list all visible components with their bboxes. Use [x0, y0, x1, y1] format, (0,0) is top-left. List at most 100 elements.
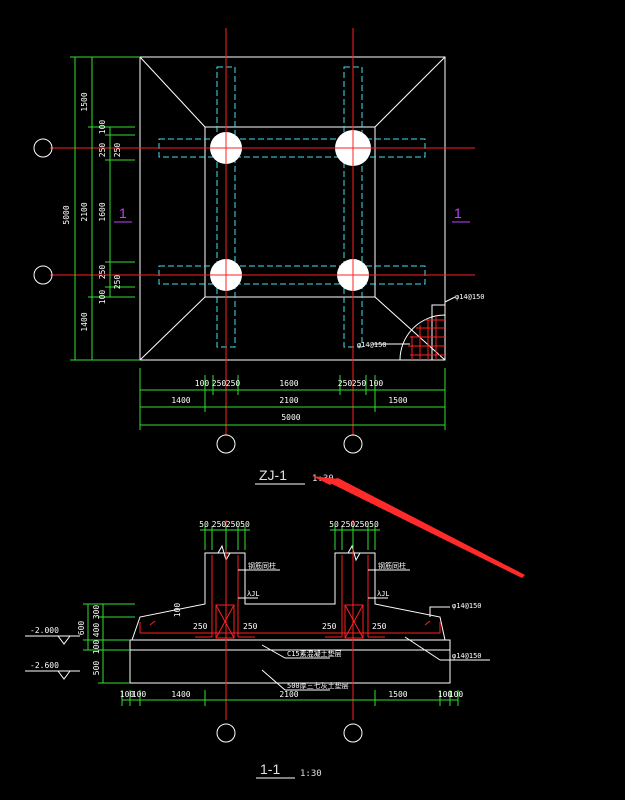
axis-bubbles — [33, 138, 363, 454]
rebar-note-bottom: φ14@150 — [357, 341, 387, 349]
slope-lines — [139, 56, 446, 361]
plan-axis-lines — [50, 28, 475, 435]
dim-b-250-c: 250 — [338, 379, 353, 388]
section-top-dim-texts: 50 250 250 50 50 250 250 50 — [199, 520, 379, 529]
note-500: 500厚三七灰土垫层 — [287, 681, 349, 690]
dim-b-250-d: 250 — [352, 379, 367, 388]
col2-label: 钢筋同柱 — [378, 561, 406, 570]
pointer-arrow — [312, 476, 525, 578]
section-column-rebar — [139, 555, 441, 638]
section-note-leaders — [261, 606, 490, 691]
level-top: -2.000 — [30, 626, 59, 635]
dim-slope-100: 100 — [173, 603, 182, 618]
dim-b-1600: 1600 — [279, 379, 298, 388]
section-scale: 1:30 — [300, 769, 322, 779]
section-bottom-dim-texts: 100 100 1400 2100 1500 100 100 — [120, 690, 464, 699]
col1-dim-50-b: 50 — [240, 520, 250, 529]
col1-dim-50-a: 50 — [199, 520, 209, 529]
col2-dim-50-b: 50 — [369, 520, 379, 529]
dim-500: 500 — [92, 661, 101, 676]
dim-b-100-a: 100 — [195, 379, 210, 388]
section-side-dims: 250 250 250 250 — [193, 622, 387, 631]
sb-dim-2100: 2100 — [279, 690, 298, 699]
dim-b-1500: 1500 — [388, 396, 407, 405]
plan-left-dim-lines — [70, 56, 140, 361]
plan-view: 1 1 φ14@150 φ14@150 — [33, 28, 485, 485]
dim-1400-vertical: 1400 — [80, 312, 89, 331]
dim-100-b: 100 — [98, 290, 107, 305]
col2-dim-50-a: 50 — [329, 520, 339, 529]
side-dim-250-d: 250 — [372, 622, 387, 631]
section-mark-right: 1 — [454, 205, 462, 221]
section-left-dim-texts: 300 400 100 500 600 100 — [77, 603, 182, 676]
level-bottom: -2.600 — [30, 661, 59, 670]
dim-1500-vertical: 1500 — [80, 92, 89, 111]
dim-400: 400 — [92, 623, 101, 638]
section-rebar-note-2: φ14@150 — [452, 652, 482, 660]
dim-300: 300 — [92, 605, 101, 620]
column-breaks — [205, 544, 375, 562]
piles — [210, 130, 371, 291]
corner-rebar-detail — [372, 296, 456, 361]
axis-bubble-col1 — [216, 434, 236, 454]
plan-bottom-dim-texts: 100 250 250 1600 250 250 100 1400 2100 1… — [171, 379, 407, 422]
dim-b-1400: 1400 — [171, 396, 190, 405]
section-bubble-col2 — [343, 723, 363, 743]
sb-dim-100-a: 100 — [120, 690, 135, 699]
section-top-dim-lines — [200, 526, 380, 550]
footing-profile — [131, 552, 446, 641]
dim-b-100-b: 100 — [369, 379, 384, 388]
section-rebar-note-1: φ14@150 — [452, 602, 482, 610]
c15-cushion — [129, 639, 451, 651]
dim-100-s: 100 — [92, 640, 101, 655]
pedestal-outline — [204, 126, 376, 298]
col1-anchor: λJL — [247, 590, 260, 598]
sb-dim-1400: 1400 — [171, 690, 190, 699]
dim-b-250-a: 250 — [212, 379, 227, 388]
sb-dim-100-b: 100 — [132, 690, 147, 699]
plan-title: ZJ-1 — [259, 467, 287, 483]
pointer-arrow-shaft — [326, 478, 525, 578]
column-label-leaders — [238, 569, 410, 599]
section-bottom-dim-lines — [121, 690, 459, 706]
section-axis-bubbles — [216, 723, 363, 743]
axis-bubble-row1 — [33, 138, 53, 158]
sb-dim-1500: 1500 — [388, 690, 407, 699]
dim-250-a: 250 — [98, 143, 107, 158]
sb-dim-100-c: 100 — [438, 690, 453, 699]
side-dim-250-c: 250 — [322, 622, 337, 631]
section-pile-heads — [215, 604, 364, 639]
section-title: 1-1 — [260, 761, 280, 777]
side-dim-250-a: 250 — [193, 622, 208, 631]
dim-250-c: 250 — [98, 265, 107, 280]
dim-1600-vertical: 1600 — [98, 202, 107, 221]
sb-dim-100-d: 100 — [449, 690, 464, 699]
pile-crosshairs — [206, 128, 373, 295]
col2-anchor: λJL — [377, 590, 390, 598]
note-c15: C15素混凝土垫层 — [287, 649, 342, 658]
rebar-note-top: φ14@150 — [455, 293, 485, 301]
dim-250-b: 250 — [113, 143, 122, 158]
axis-bubble-row2 — [33, 265, 53, 285]
dim-b-5000: 5000 — [281, 413, 300, 422]
section-view: 50 250 250 50 50 250 250 50 钢筋同柱 钢筋同柱 λJ… — [25, 520, 490, 779]
axis-bubble-col2 — [343, 434, 363, 454]
section-axis-lines — [225, 520, 354, 720]
section-left-dim-lines — [83, 603, 135, 684]
col2-dim-250-a: 250 — [341, 520, 356, 529]
dim-b-250-b: 250 — [226, 379, 241, 388]
section-bubble-col1 — [216, 723, 236, 743]
rebar-dashed-strips — [158, 66, 426, 348]
dim-5000-vertical: 5000 — [62, 205, 71, 224]
col1-dim-250-b: 250 — [226, 520, 241, 529]
dim-b-2100: 2100 — [279, 396, 298, 405]
plan-bottom-dim-lines — [139, 368, 446, 430]
dim-100-a: 100 — [98, 120, 107, 135]
lime-soil-cushion — [129, 649, 451, 684]
dim-600: 600 — [77, 621, 86, 636]
col2-dim-250-b: 250 — [355, 520, 370, 529]
dim-250-d: 250 — [113, 275, 122, 290]
footing-outer-outline — [139, 56, 446, 361]
level-markers — [25, 635, 80, 680]
